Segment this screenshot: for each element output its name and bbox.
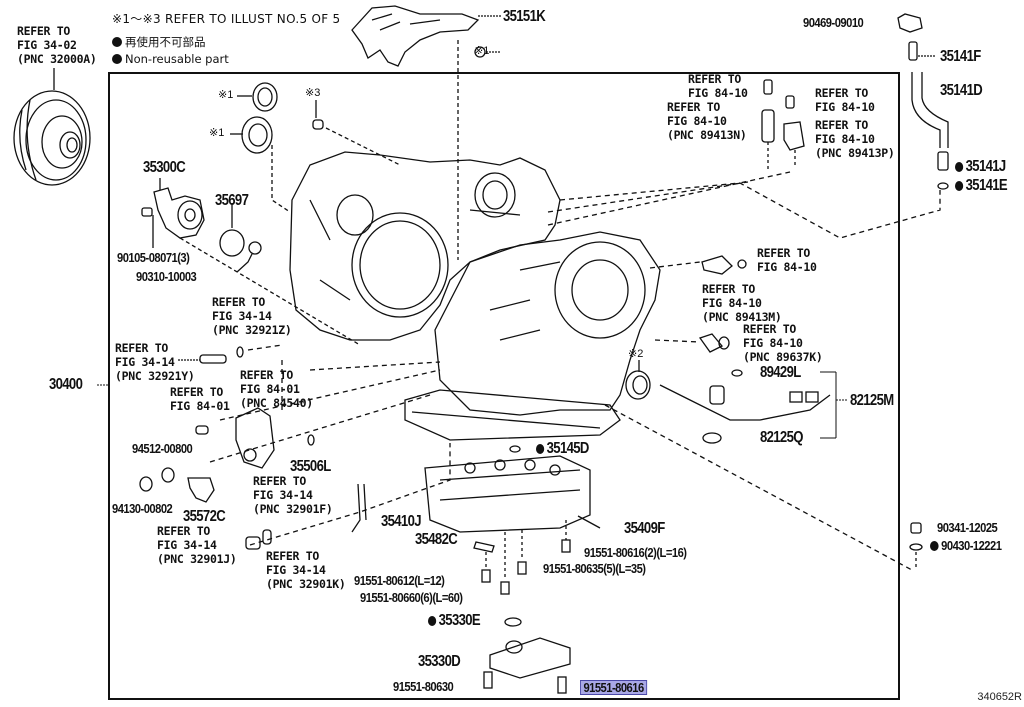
non-reusable-dot-icon — [955, 162, 964, 172]
part-35572C[interactable]: 35572C — [183, 508, 226, 525]
ref-fig-84-10-pnc-89413N[interactable]: REFER TO FIG 84-10 (PNC 89413N) — [667, 100, 747, 142]
part-35141D[interactable]: 35141D — [940, 82, 983, 99]
ref-fig-34-14-pnc-32901K[interactable]: REFER TO FIG 34-14 (PNC 32901K) — [266, 549, 346, 591]
part-90430-12221-text: 90430-12221 — [941, 538, 1002, 553]
part-35141E[interactable]: 35141E — [955, 177, 1008, 194]
part-90430-12221[interactable]: 90430-12221 — [930, 538, 1002, 553]
part-89429L[interactable]: 89429L — [760, 364, 801, 381]
drain-plug-drawing — [909, 522, 923, 568]
part-35482C[interactable]: 35482C — [415, 531, 458, 548]
ref-fig-84-10-pnc-89637K[interactable]: REFER TO FIG 84-10 (PNC 89637K) — [743, 322, 823, 364]
legend-non-reusable-jp: 再使用不可部品 — [112, 34, 206, 50]
part-35330E[interactable]: 35330E — [428, 612, 481, 629]
non-reusable-dot-icon — [428, 616, 437, 626]
mark-ref-2-seal: ※2 — [628, 348, 644, 360]
part-90310-10003[interactable]: 90310-10003 — [136, 269, 197, 284]
part-35151K[interactable]: 35151K — [503, 8, 546, 25]
left-small-parts-drawing — [139, 346, 367, 550]
mark-ref-1-bolt: ※1 — [474, 45, 490, 57]
part-94512-00800[interactable]: 94512-00800 — [132, 441, 193, 456]
part-90341-12025[interactable]: 90341-12025 — [937, 520, 998, 535]
part-91551-80660[interactable]: 91551-80660(6)(L=60) — [360, 590, 463, 605]
valve-body-drawing — [424, 445, 601, 595]
wire-harness-drawing — [625, 360, 831, 444]
non-reusable-dot-icon — [955, 181, 964, 191]
part-35330E-text: 35330E — [438, 612, 481, 629]
ref-fig-84-10-bolt-a[interactable]: REFER TO FIG 84-10 — [688, 72, 748, 100]
non-reusable-dot-icon — [930, 541, 939, 551]
part-35410J[interactable]: 35410J — [381, 513, 421, 530]
oil-seals-drawing — [230, 82, 401, 213]
note-illustration-reference: ※1～※3 REFER TO ILLUST NO.5 OF 5 — [112, 12, 341, 26]
bracket-35151K-drawing — [351, 5, 502, 260]
ref-fig-34-14-pnc-32921Y[interactable]: REFER TO FIG 34-14 (PNC 32921Y) — [115, 341, 195, 383]
ref-fig-84-01-pnc-84540[interactable]: REFER TO FIG 84-01 (PNC 84540) — [240, 368, 313, 410]
part-35145D-text: 35145D — [546, 440, 590, 457]
non-reusable-dot-icon — [112, 54, 122, 64]
part-82125M[interactable]: 82125M — [850, 392, 894, 409]
ref-fig-84-10-pnc-89413P[interactable]: REFER TO FIG 84-10 (PNC 89413P) — [815, 118, 895, 160]
part-90105-08071[interactable]: 90105-08071(3) — [117, 250, 190, 265]
part-91551-80616-highlighted[interactable]: 91551-80616 — [580, 680, 648, 695]
illustration-id: 340652R — [977, 691, 1022, 703]
ref-fig-34-14-pnc-32901F[interactable]: REFER TO FIG 34-14 (PNC 32901F) — [253, 474, 333, 516]
ref-fig-84-10-pnc-89413M[interactable]: REFER TO FIG 84-10 (PNC 89413M) — [702, 282, 782, 324]
ref-fig-34-14-pnc-32901J[interactable]: REFER TO FIG 34-14 (PNC 32901J) — [157, 524, 237, 566]
legend-jp-text: 再使用不可部品 — [125, 35, 206, 49]
part-94130-00802[interactable]: 94130-00802 — [112, 501, 173, 516]
oil-strainer-drawing — [483, 617, 571, 694]
ref-fig-84-10-bolt-c[interactable]: REFER TO FIG 84-10 — [757, 246, 817, 274]
leader-lines — [209, 171, 941, 571]
part-35141J-text: 35141J — [965, 158, 1006, 175]
mark-ref-3-bolt: ※3 — [305, 87, 321, 99]
mark-ref-1-seal-lower: ※1 — [209, 127, 225, 139]
part-90469-09010[interactable]: 90469-09010 — [803, 15, 864, 30]
part-91551-80612[interactable]: 91551-80612(L=12) — [354, 573, 445, 588]
callout-leaders — [97, 371, 848, 439]
part-35145D[interactable]: 35145D — [536, 441, 589, 457]
speed-sensors-drawing — [698, 79, 805, 353]
part-91551-80616-2[interactable]: 91551-80616(2)(L=16) — [584, 545, 687, 560]
part-35141E-text: 35141E — [965, 177, 1008, 194]
ref-fig-84-01-bolt[interactable]: REFER TO FIG 84-01 — [170, 385, 230, 413]
non-reusable-dot-icon — [112, 37, 122, 47]
part-35300C[interactable]: 35300C — [143, 159, 186, 176]
torque-converter-drawing — [13, 68, 91, 186]
mark-ref-1-seal-upper: ※1 — [218, 89, 234, 101]
transmission-case-drawing — [289, 151, 661, 441]
ref-fig-84-10-bolt-b[interactable]: REFER TO FIG 84-10 — [815, 86, 875, 114]
part-91551-80635[interactable]: 91551-80635(5)(L=35) — [543, 561, 646, 576]
part-82125Q[interactable]: 82125Q — [760, 429, 803, 446]
part-35697[interactable]: 35697 — [215, 192, 249, 209]
breather-hose-drawing — [897, 13, 949, 190]
part-35506L[interactable]: 35506L — [290, 458, 331, 475]
part-35409F[interactable]: 35409F — [624, 520, 665, 537]
part-30400[interactable]: 30400 — [49, 376, 83, 393]
non-reusable-dot-icon — [536, 444, 545, 454]
legend-en-text: Non-reusable part — [125, 52, 229, 66]
part-35141J[interactable]: 35141J — [955, 159, 1006, 175]
part-35330D[interactable]: 35330D — [418, 653, 461, 670]
legend-non-reusable-en: Non-reusable part — [112, 52, 229, 66]
ref-torque-converter[interactable]: REFER TO FIG 34-02 (PNC 32000A) — [17, 24, 97, 66]
part-91551-80630[interactable]: 91551-80630 — [393, 679, 454, 694]
ref-fig-34-14-pnc-32921Z[interactable]: REFER TO FIG 34-14 (PNC 32921Z) — [212, 295, 292, 337]
part-35141F[interactable]: 35141F — [940, 48, 981, 65]
solenoid-35300C-drawing — [141, 178, 361, 346]
